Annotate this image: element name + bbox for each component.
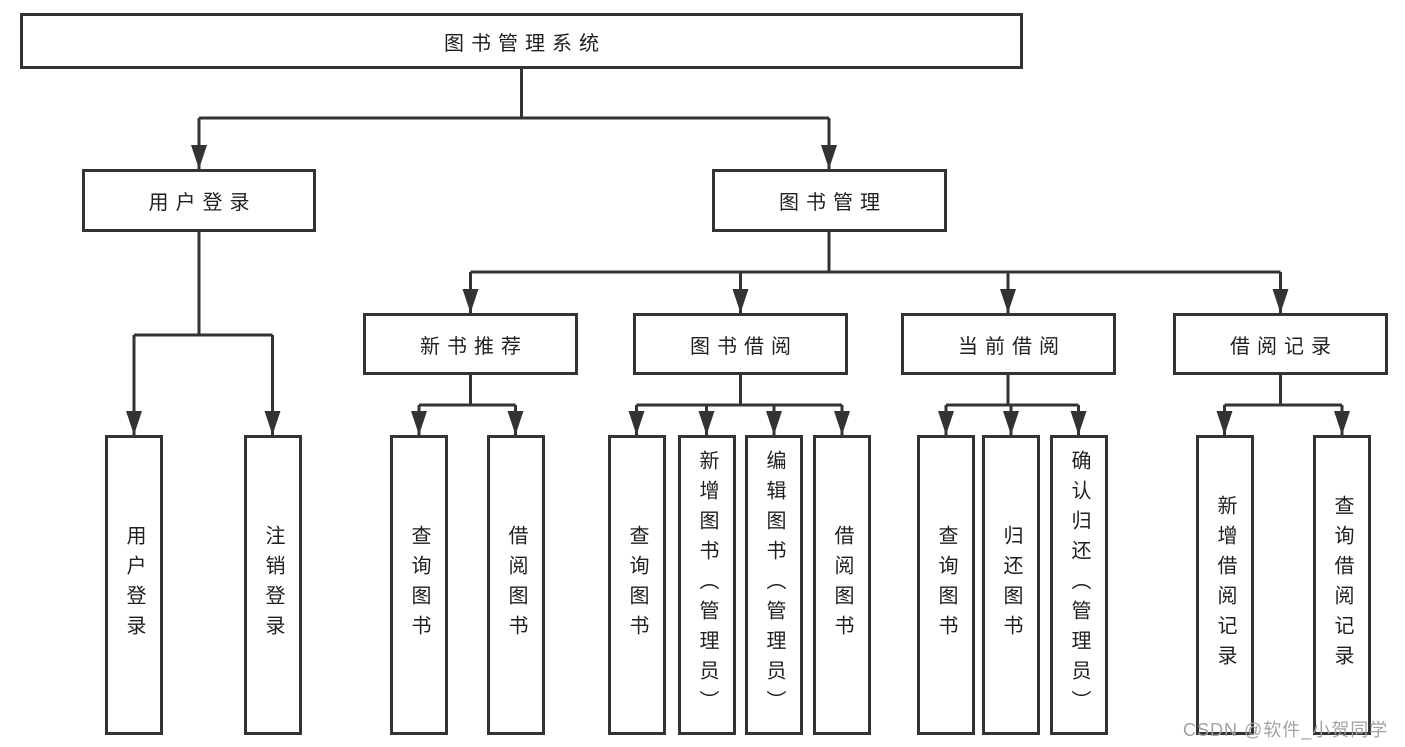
leaf-label: 查询图书 <box>935 525 957 645</box>
leaf-label: 注销登录 <box>262 525 284 645</box>
node-borrow-records: 借阅记录 <box>1173 313 1388 375</box>
leaf-borrow-books: 借阅图书 <box>813 435 871 735</box>
leaf-user-login: 用户登录 <box>105 435 163 735</box>
leaf-label: 确认归还（管理员） <box>1068 450 1090 720</box>
leaf-label: 查询图书 <box>408 525 430 645</box>
leaf-label: 用户登录 <box>123 525 145 645</box>
node-current-borrow: 当前借阅 <box>901 313 1116 375</box>
leaf-label: 新增图书（管理员） <box>696 450 718 720</box>
node-book-borrow: 图书借阅 <box>633 313 848 375</box>
leaf-confirm-return-admin: 确认归还（管理员） <box>1050 435 1108 735</box>
leaf-edit-books-admin: 编辑图书（管理员） <box>745 435 803 735</box>
leaf-query-books-borrow: 查询图书 <box>608 435 666 735</box>
leaf-label: 借阅图书 <box>505 525 527 645</box>
leaf-label: 查询借阅记录 <box>1331 495 1353 675</box>
node-library-system: 图书管理系统 <box>20 13 1023 69</box>
leaf-label: 编辑图书（管理员） <box>763 450 785 720</box>
leaf-label: 新增借阅记录 <box>1214 495 1236 675</box>
leaf-query-books-current: 查询图书 <box>917 435 975 735</box>
leaf-query-borrow-record: 查询借阅记录 <box>1313 435 1371 735</box>
leaf-query-books-recommend: 查询图书 <box>390 435 448 735</box>
node-book-management: 图书管理 <box>712 169 947 232</box>
leaf-add-borrow-record: 新增借阅记录 <box>1196 435 1254 735</box>
leaf-label: 归还图书 <box>1000 525 1022 645</box>
leaf-return-books: 归还图书 <box>982 435 1040 735</box>
node-new-book-recommend: 新书推荐 <box>363 313 578 375</box>
leaf-borrow-books-recommend: 借阅图书 <box>487 435 545 735</box>
node-user-login: 用户登录 <box>82 169 316 232</box>
arrowheads <box>126 145 1350 435</box>
leaf-label: 借阅图书 <box>831 525 853 645</box>
leaf-logout: 注销登录 <box>244 435 302 735</box>
leaf-label: 查询图书 <box>626 525 648 645</box>
csdn-watermark: CSDN @软件_小贺同学 <box>1183 720 1389 740</box>
leaf-add-books-admin: 新增图书（管理员） <box>678 435 736 735</box>
